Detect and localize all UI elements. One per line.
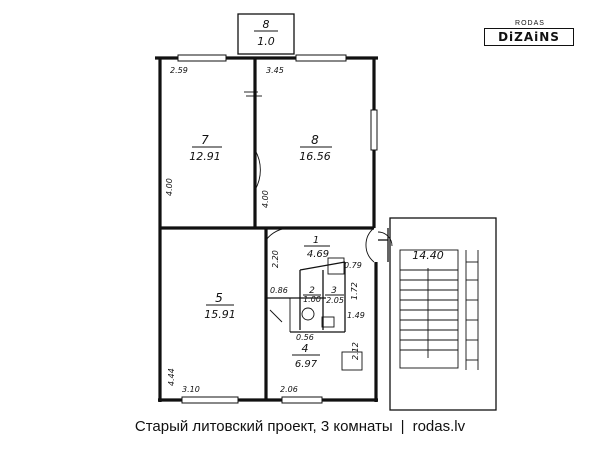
- caption-site: rodas.lv: [412, 418, 466, 435]
- room-5-number: 5: [215, 291, 223, 305]
- dim-4-00-right: 4.00: [261, 190, 270, 208]
- room-8-top-area: 1.0: [257, 35, 275, 48]
- dim-2-59: 2.59: [170, 66, 188, 75]
- stairwell: [377, 217, 497, 411]
- room-8-top-number: 8: [263, 18, 270, 31]
- interior-walls: [160, 58, 374, 400]
- stairwell-area: 14.40: [412, 249, 444, 262]
- room-8-area: 16.56: [299, 150, 331, 163]
- room-4-area: 6.97: [295, 359, 318, 370]
- dim-1-49: 1.49: [347, 311, 365, 320]
- balcony-outline: [237, 13, 295, 55]
- dim-0-56: 0.56: [296, 333, 314, 342]
- room-3-number: 3: [331, 286, 337, 296]
- dim-0-79: 0.79: [344, 261, 362, 270]
- caption-separator: |: [400, 418, 405, 435]
- dim-2-20: 2.20: [271, 250, 280, 268]
- room-1-number: 1: [313, 235, 319, 246]
- room-labels: 8 1.0 7 12.91 8 16.56 1 4.69 5 15.91 2 1…: [189, 18, 444, 370]
- logo-top-text: RODAS: [515, 20, 545, 27]
- logo-main-text: DiZAiNS: [484, 28, 574, 46]
- bathroom-fixtures: [269, 257, 363, 371]
- dim-2-12: 2.12: [351, 342, 360, 360]
- room-4-number: 4: [302, 342, 309, 355]
- dim-2-06: 2.06: [280, 385, 298, 394]
- window-markers: [177, 54, 378, 404]
- room-7-number: 7: [201, 133, 209, 147]
- dim-1-72: 1.72: [350, 282, 359, 300]
- dim-3-10: 3.10: [182, 385, 200, 394]
- room-2-number: 2: [309, 286, 315, 296]
- room-3-area: 2.05: [326, 296, 344, 305]
- dim-4-44: 4.44: [167, 368, 176, 386]
- room-8-number: 8: [311, 133, 319, 147]
- dim-0-86: 0.86: [270, 286, 288, 295]
- room-5-area: 15.91: [204, 308, 236, 321]
- dim-4-00-left: 4.00: [165, 178, 174, 196]
- dimension-labels: 2.59 3.45 4.00 4.00 2.20 0.79 0.86 1.72 …: [165, 66, 365, 394]
- room-7-area: 12.91: [189, 150, 221, 163]
- room-2-area: 1.00: [303, 295, 321, 304]
- rodas-dizains-logo: RODAS DiZAiNS: [484, 20, 576, 46]
- dim-3-45: 3.45: [266, 66, 284, 75]
- caption-description: Старый литовский проект, 3 комнаты: [134, 418, 393, 435]
- room-1-area: 4.69: [307, 249, 329, 260]
- plan-caption: Старый литовский проект, 3 комнаты | rodas…: [0, 418, 600, 435]
- door-swings: [244, 91, 375, 263]
